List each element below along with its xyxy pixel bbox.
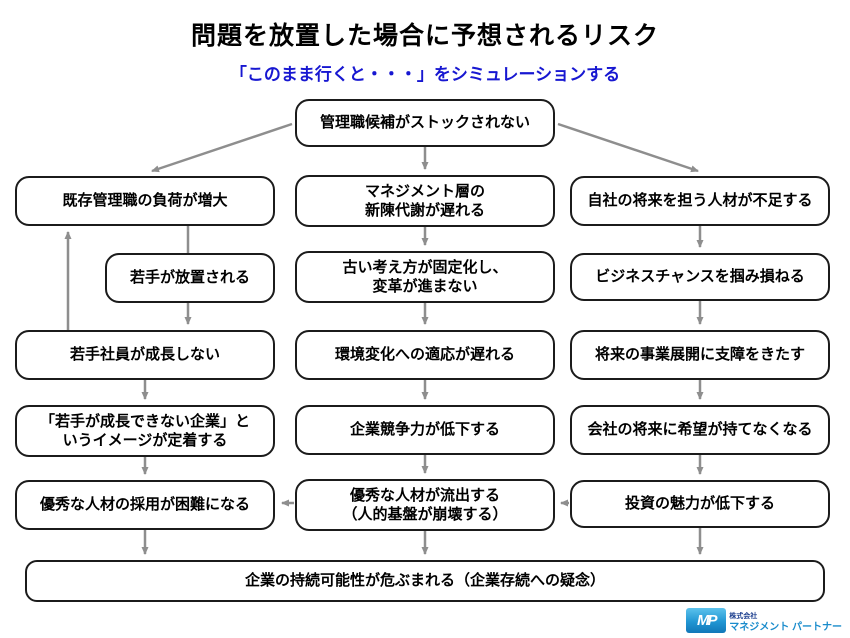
arrow-top-to-right1 (557, 122, 699, 173)
node-left-youth-neglected: 若手が放置される (105, 253, 275, 303)
node-left-hiring-difficult: 優秀な人材の採用が困難になる (15, 480, 275, 530)
node-right-business-hindrance: 将来の事業展開に支障をきたす (570, 330, 830, 380)
node-right-talent-shortage: 自社の将来を担う人材が不足する (570, 176, 830, 226)
node-bottom-sustainability-risk: 企業の持続可能性が危ぶまれる（企業存続への疑念） (25, 560, 825, 602)
page-title: 問題を放置した場合に予想されるリスク (190, 22, 659, 50)
company-logo-text: 株式会社 マネジメント パートナー (729, 613, 842, 633)
node-mid-management-turnover: マネジメント層の 新陳代謝が遅れる (295, 175, 555, 227)
node-left-manager-load: 既存管理職の負荷が増大 (15, 176, 275, 226)
mp-logo-icon: MP (686, 608, 727, 633)
page-subtitle: 「このまま行くと・・・」をシミュレーションする (229, 65, 621, 84)
node-right-missed-chances: ビジネスチャンスを掴み損ねる (570, 253, 830, 301)
arrow-top-to-left1 (151, 122, 293, 173)
node-left-youth-no-growth: 若手社員が成長しない (15, 330, 275, 380)
company-name: マネジメント パートナー (729, 621, 842, 633)
node-mid-old-thinking: 古い考え方が固定化し、 変革が進まない (295, 251, 555, 303)
node-mid-competitiveness-down: 企業競争力が低下する (295, 405, 555, 455)
node-top-no-manager-stock: 管理職候補がストックされない (295, 99, 555, 147)
node-mid-slow-adaptation: 環境変化への適応が遅れる (295, 330, 555, 380)
company-prefix: 株式会社 (729, 613, 758, 621)
node-right-no-hope: 会社の将来に希望が持てなくなる (570, 405, 830, 455)
node-left-bad-image: 「若手が成長できない企業」と いうイメージが定着する (15, 405, 275, 457)
company-logo: MP 株式会社 マネジメント パートナー (686, 608, 842, 633)
node-right-investment-appeal: 投資の魅力が低下する (570, 480, 830, 528)
node-mid-talent-outflow: 優秀な人材が流出する （人的基盤が崩壊する） (295, 479, 555, 531)
